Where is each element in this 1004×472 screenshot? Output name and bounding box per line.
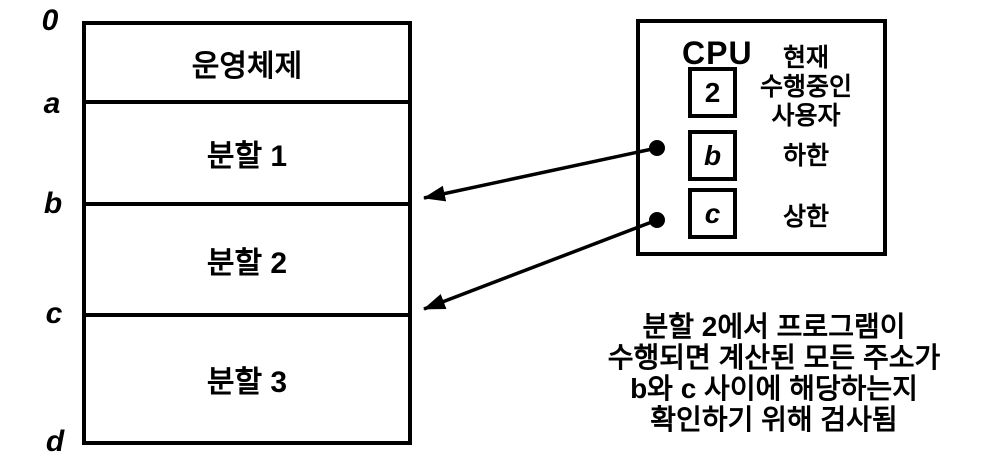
cpu-register-current-user-description: 현재 수행중인 사용자 [759,44,852,130]
memory-section-partition-1-label: 분할 1 [206,140,288,173]
address-label-a: a [43,87,61,120]
cpu-title: CPU [682,35,753,71]
address-label-b: b [43,187,63,220]
memory-section-partition-1: 분할 1 [86,104,408,206]
address-label-c: c [45,297,63,330]
memory-section-os: 운영체제 [86,25,408,104]
caption-text: 분할 2에서 프로그램이 수행되면 계산된 모든 주소가 b와 c 사이에 해당… [607,311,941,435]
arrow-upper-bound-to-c [423,218,658,311]
memory-section-partition-2: 분할 2 [86,206,408,317]
memory-map-box: 운영체제 분할 1 분할 2 분할 3 [82,21,412,445]
cpu-box: CPU 2 b c 현재 수행중인 사용자 하한 상한 [636,19,887,256]
address-label-d: d [45,425,65,458]
cpu-register-current-user: 2 [688,67,737,118]
address-label-0: 0 [41,4,59,37]
memory-section-partition-3-label: 분할 3 [206,366,288,399]
cpu-register-lower-bound: b [688,130,737,181]
cpu-register-lower-bound-description: 하한 [782,142,829,170]
memory-section-partition-3: 분할 3 [86,317,408,441]
cpu-register-upper-bound: c [688,188,737,239]
memory-section-partition-2-label: 분할 2 [206,246,288,280]
arrow-lower-bound-to-b [423,146,658,202]
cpu-register-upper-bound-description: 상한 [782,203,829,231]
memory-section-os-label: 운영체제 [191,49,303,83]
